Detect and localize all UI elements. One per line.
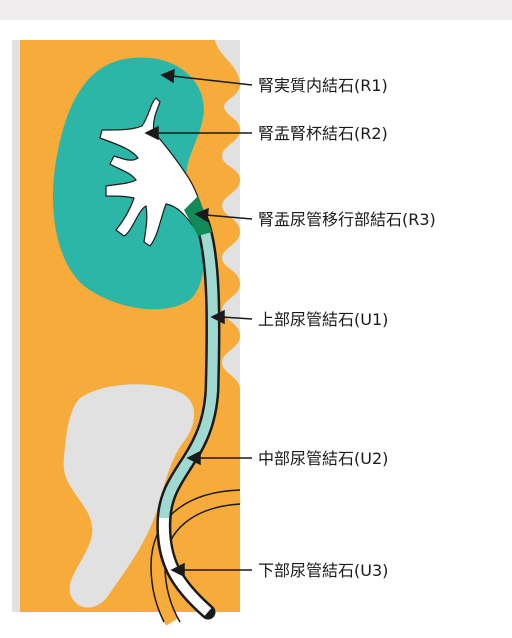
label-u2: 中部尿管結石(U2) bbox=[258, 449, 388, 468]
label-r2: 腎盂腎杯結石(R2) bbox=[258, 124, 388, 143]
label-r1: 腎実質内結石(R1) bbox=[258, 76, 388, 95]
label-u1: 上部尿管結石(U1) bbox=[258, 310, 388, 329]
label-u3: 下部尿管結石(U3) bbox=[258, 561, 388, 580]
label-r3: 腎盂尿管移行部結石(R3) bbox=[258, 210, 436, 229]
